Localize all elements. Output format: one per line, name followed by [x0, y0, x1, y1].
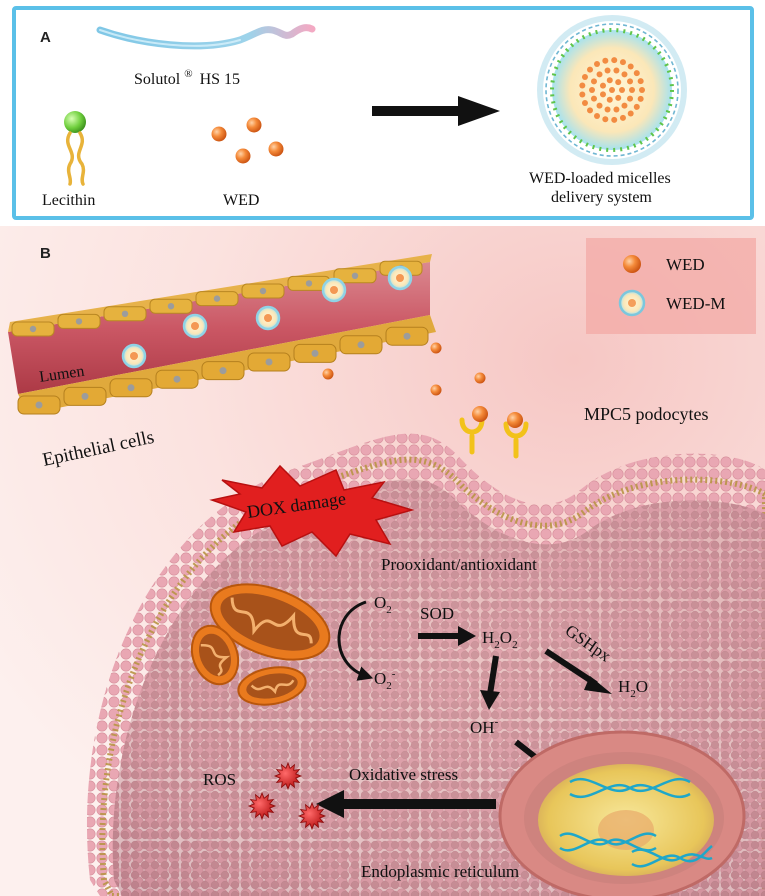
lecithin-label: Lecithin: [42, 192, 95, 209]
h2o2-label: H2O2: [482, 628, 518, 651]
h2o-label: H2O: [618, 677, 648, 700]
ros-particles: [247, 761, 327, 831]
o2-cycle-arrow: [337, 600, 374, 681]
mitochondria: [190, 583, 331, 706]
dna-icon: [559, 777, 713, 868]
nucleus: [498, 730, 746, 896]
blood-vessel: [8, 254, 436, 415]
legend-wed-label: WED: [666, 255, 705, 274]
podocyte-cell: [87, 433, 765, 896]
oh-label: OH-: [470, 716, 499, 737]
lecithin-molecule: [64, 111, 86, 186]
mpc5-label: MPC5 podocytes: [584, 404, 709, 424]
micelle-label-2: delivery system: [551, 189, 652, 206]
wed-particles-b: [322, 342, 486, 396]
er-label: Endoplasmic reticulum: [361, 862, 519, 881]
arrow-right: [372, 96, 500, 126]
solutol-label: Solutol ® HS 15: [134, 64, 240, 88]
oh-arrow: [487, 655, 499, 695]
panel-b-label: B: [40, 245, 51, 262]
dox-damage-burst: DOX damage: [209, 464, 415, 558]
micelle-system: [537, 15, 687, 165]
ros-label: ROS: [203, 770, 236, 789]
wed-particles-a: [211, 117, 284, 164]
legend: WED WED-M: [586, 238, 756, 334]
gshpx-arrow: [544, 648, 598, 687]
micelle-label-1: WED-loaded micelles: [529, 170, 671, 187]
legend-wedm-label: WED-M: [666, 294, 725, 313]
lumen-label: Lumen: [38, 363, 85, 386]
sod-label: SOD: [420, 604, 454, 623]
o2-minus-label: O2-: [374, 668, 396, 692]
panel-b: B WED WED-M Lumen Epithelial cells: [0, 226, 765, 896]
oxidative-stress-label: Oxidative stress: [349, 765, 458, 784]
o2-label: O2: [374, 593, 392, 616]
solutol-molecule: [96, 24, 316, 50]
prooxidant-label: Prooxidant/antioxidant: [381, 555, 537, 574]
receptors: [459, 406, 529, 459]
panel-a: A Solutol ® HS 15 Lecithin WED: [12, 6, 754, 220]
wed-label-a: WED: [223, 192, 259, 209]
panel-a-label: A: [40, 29, 51, 46]
legend-wed-swatch: [623, 255, 641, 273]
